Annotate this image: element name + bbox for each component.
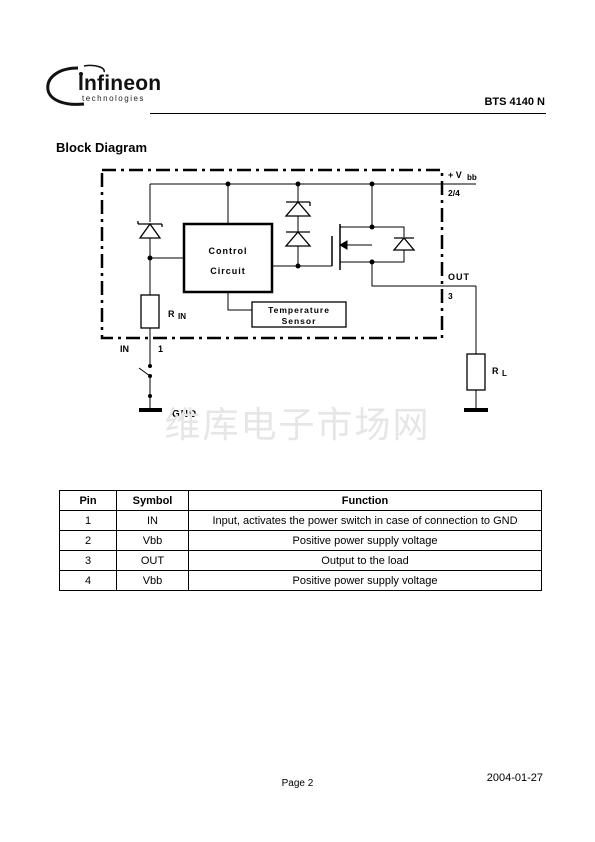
control-label-1: Control — [209, 246, 248, 256]
table-row: 4 Vbb Positive power supply voltage — [59, 570, 542, 591]
zener-diode-stack-icon — [284, 201, 312, 247]
block-diagram: Control Circuit Temperature Sensor R IN … — [100, 168, 507, 420]
vbb-pins-label: 2/4 — [448, 188, 460, 198]
rin-sub-label: IN — [178, 312, 186, 321]
table-header-row: Pin Symbol Function — [59, 490, 542, 511]
header-symbol: Symbol — [116, 490, 189, 511]
cell-pin: 1 — [59, 510, 117, 531]
cell-pin: 3 — [59, 550, 117, 571]
vbb-label: + V — [448, 170, 462, 180]
temperature-sensor-box — [251, 301, 347, 328]
page-number: Page 2 — [281, 778, 314, 789]
temp-label-2: Sensor — [282, 316, 317, 326]
cell-pin: 2 — [59, 530, 117, 551]
gnd-label: GND — [172, 409, 197, 420]
cell-symbol: Vbb — [116, 570, 189, 591]
page-date: 2004-01-27 — [486, 772, 543, 784]
out-label: OUT — [448, 272, 470, 282]
cell-symbol: IN — [116, 510, 189, 531]
vbb-sub-label: bb — [467, 173, 477, 182]
cell-symbol: OUT — [116, 550, 189, 571]
rin-label: R — [168, 309, 175, 319]
header-function: Function — [188, 490, 542, 511]
chip-boundary — [100, 168, 444, 340]
watermark: 维库电子市场网 — [164, 405, 431, 446]
out-pin-label: 3 — [448, 291, 453, 301]
body-diode-icon — [392, 236, 416, 251]
rin-resistor — [140, 294, 160, 329]
section-title: Block Diagram — [56, 140, 148, 155]
junction-dots — [147, 181, 375, 398]
cell-pin: 4 — [59, 570, 117, 591]
table-row: 3 OUT Output to the load — [59, 550, 542, 571]
in-label: IN — [120, 344, 129, 354]
header-rule — [150, 113, 546, 114]
rl-resistor — [466, 353, 486, 391]
pin-table: Pin Symbol Function 1 IN Input, activate… — [59, 490, 542, 591]
infineon-logo-swoosh-icon — [46, 64, 105, 106]
zener-diode-in-icon — [137, 221, 163, 239]
rl-sub-label: L — [502, 369, 507, 378]
logo-subtitle: technologies — [82, 94, 145, 103]
rl-label: R — [492, 366, 499, 376]
document-id: BTS 4140 N — [484, 96, 545, 108]
cell-function: Positive power supply voltage — [188, 570, 542, 591]
table-row: 2 Vbb Positive power supply voltage — [59, 530, 542, 551]
cell-function: Input, activates the power switch in cas… — [188, 510, 542, 531]
header-pin: Pin — [59, 490, 117, 511]
cell-function: Positive power supply voltage — [188, 530, 542, 551]
control-circuit-box — [182, 222, 274, 294]
in-pin-label: 1 — [158, 344, 163, 354]
temp-label-1: Temperature — [268, 305, 330, 315]
control-label-2: Circuit — [210, 266, 246, 276]
cell-function: Output to the load — [188, 550, 542, 571]
logo-wordmark: Infineon — [78, 72, 162, 95]
table-row: 1 IN Input, activates the power switch i… — [59, 510, 542, 531]
cell-symbol: Vbb — [116, 530, 189, 551]
